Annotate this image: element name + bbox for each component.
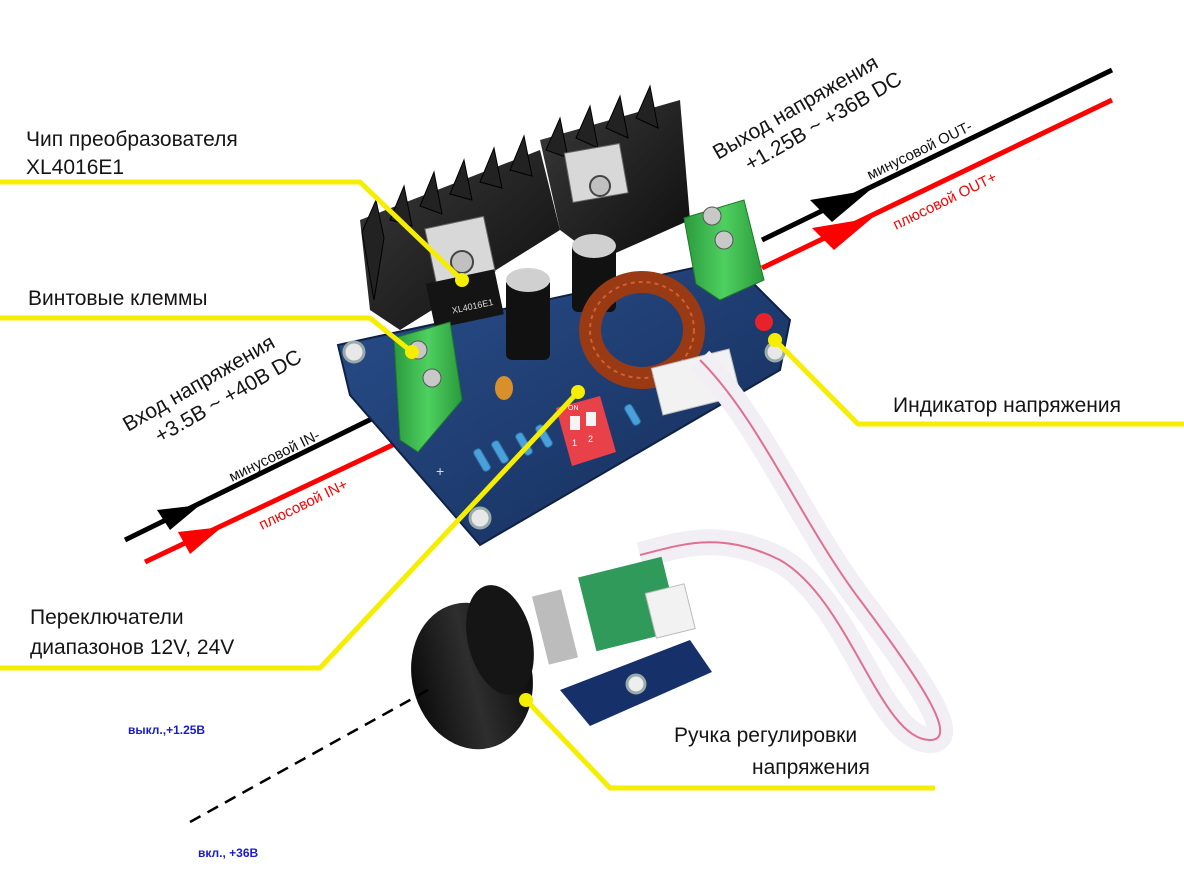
terminals-callout-dot [405, 345, 419, 359]
knob-callout [524, 698, 935, 791]
out-negative-wire [760, 67, 1114, 243]
dip-1-marking: 1 [572, 438, 577, 448]
indicator-label: Индикатор напряжения [893, 394, 1121, 417]
chip-callout-dot [455, 273, 469, 287]
knob-label-line1: Ручка регулировки [674, 724, 857, 747]
dip-switch-callout [0, 390, 580, 671]
indicator-callout [773, 338, 1184, 427]
chip-xl4016e1: XL4016E1 [424, 142, 629, 329]
dip-on-marking: ON [568, 405, 579, 412]
out-negative-arrow [810, 190, 870, 222]
knob-callout-dot [519, 693, 533, 707]
chip-callout [0, 179, 464, 282]
mount-hole [342, 340, 366, 364]
terminals-callout [0, 315, 414, 354]
in-negative-label: минусовой IN- [226, 427, 322, 486]
in-positive-arrow [178, 527, 222, 554]
voltage-led [755, 313, 773, 331]
dip-2-marking: 2 [588, 434, 593, 444]
in-negative-arrow [157, 505, 200, 530]
callouts [0, 179, 1184, 791]
input-wires [123, 402, 422, 565]
knob-label-line2: напряжения [752, 756, 870, 779]
knob-on-label: вкл., +36В [198, 846, 259, 860]
capacitors [495, 234, 616, 400]
terminals-label: Винтовые клеммы [28, 287, 207, 310]
indicator-callout-dot [768, 333, 782, 347]
inductor [579, 271, 705, 389]
ribbon-cable [636, 350, 954, 754]
plus-marking: + [436, 463, 444, 479]
output-terminal-block [683, 199, 765, 301]
potentiometer [411, 556, 712, 750]
dip-switch: ON 1 2 [556, 396, 616, 466]
chip-label-line1: Чип преобразователя [26, 128, 238, 151]
converter-board: XL4016E1 ON 1 2 [336, 84, 792, 547]
dip-switch-label-line1: Переключатели [30, 606, 184, 629]
knob-direction-line [189, 688, 429, 824]
chip-label-line2: XL4016E1 [26, 156, 124, 179]
dip-switch-label-line2: диапазонов 12V, 24V [30, 636, 234, 659]
dip-switch-callout-dot [571, 385, 585, 399]
output-wires [760, 67, 1114, 271]
knob-off-label: выкл.,+1.25В [128, 723, 205, 737]
out-positive-arrow [812, 218, 872, 250]
out-positive-wire [760, 97, 1114, 271]
mount-hole [468, 506, 492, 530]
